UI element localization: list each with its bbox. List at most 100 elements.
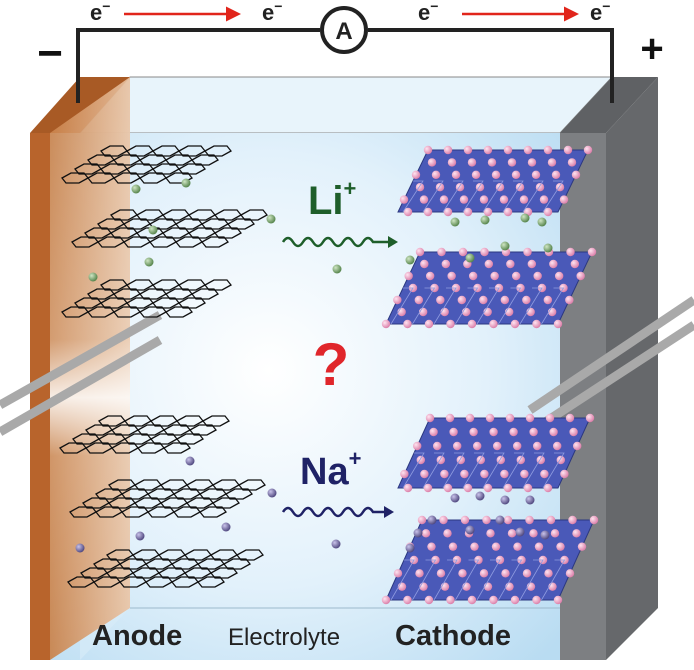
- oxygen-atom: [549, 427, 558, 437]
- graphite-sheet: [61, 279, 232, 318]
- sodium-ions: [75, 456, 550, 553]
- li-migration-arrow: [281, 236, 388, 248]
- graphite-sheet: [69, 479, 266, 518]
- oxygen-atom: [436, 295, 445, 305]
- li-particle: [543, 243, 553, 253]
- na-particle: [540, 530, 550, 540]
- graphite-hexagon: [240, 209, 268, 221]
- oxygen-atom: [543, 483, 553, 493]
- oxygen-atom: [566, 247, 575, 257]
- oxygen-atom: [507, 158, 517, 167]
- na-migration-arrow: [281, 506, 385, 518]
- na-particle: [413, 528, 423, 538]
- oxygen-atom: [393, 295, 402, 305]
- oxygen-atom: [559, 195, 569, 204]
- ammeter: [320, 6, 368, 54]
- oxygen-atom: [553, 441, 562, 451]
- oxygen-atom: [484, 259, 494, 269]
- oxygen-atom: [513, 441, 522, 451]
- oxygen-atom: [469, 427, 478, 437]
- electron-flow: e− e− e− e−: [90, 0, 610, 25]
- oxygen-atom: [531, 170, 541, 179]
- electron-label-2: e−: [262, 0, 282, 25]
- oxygen-atom: [479, 295, 488, 305]
- oxygen-atom: [489, 595, 498, 605]
- oxygen-atom: [533, 271, 542, 281]
- oxygen-atom: [529, 529, 538, 538]
- graphite-hexagon: [236, 549, 264, 561]
- oxygen-atom: [570, 259, 580, 269]
- na-particle: [465, 525, 475, 535]
- oxygen-atom: [460, 515, 470, 525]
- oxygen-atom: [415, 569, 424, 578]
- oxygen-atom: [381, 319, 391, 329]
- oxygen-atom: [510, 319, 520, 329]
- oxygen-atom: [501, 569, 510, 578]
- oxygen-atom: [576, 271, 585, 281]
- oxygen-atom: [487, 158, 497, 167]
- na-particle: [221, 522, 231, 532]
- oxygen-atom: [463, 145, 473, 155]
- oxygen-atom: [437, 247, 446, 257]
- li-particle: [500, 241, 510, 251]
- oxygen-atom: [509, 427, 518, 437]
- oxygen-atom: [532, 319, 541, 329]
- li-particle: [537, 217, 547, 227]
- oxygen-atom: [503, 207, 513, 217]
- oxygen-atom: [546, 515, 556, 525]
- oxygen-atom: [421, 529, 431, 538]
- oxygen-atom: [490, 271, 499, 281]
- oxygen-atom: [485, 413, 495, 423]
- graphite-hexagon: [191, 154, 219, 166]
- oxygen-atom: [572, 529, 581, 538]
- lithium-ions: [88, 178, 553, 282]
- separator: [0, 296, 694, 436]
- oxygen-atom: [587, 247, 597, 257]
- graphite-sheet: [59, 415, 230, 454]
- oxygen-atom: [440, 469, 449, 479]
- oxygen-atom: [425, 271, 435, 281]
- oxygen-atom: [381, 595, 391, 605]
- ammeter-label: A: [335, 18, 352, 45]
- oxygen-atom: [445, 413, 455, 423]
- oxygen-atom: [545, 413, 555, 423]
- oxygen-atom: [553, 319, 563, 329]
- na-ion-label: Na+: [300, 446, 361, 493]
- oxygen-atom: [554, 271, 564, 281]
- cathode-slab: [397, 145, 593, 217]
- oxygen-atom: [458, 247, 468, 257]
- oxygen-atom: [500, 469, 509, 479]
- oxygen-atom: [446, 319, 455, 329]
- cathode-layered-oxide: [381, 145, 599, 605]
- question-mark: ?: [313, 331, 350, 398]
- li-particle: [144, 257, 154, 267]
- oxygen-atom: [439, 515, 448, 525]
- graphite-hexagon: [197, 576, 225, 588]
- oxygen-atom: [482, 515, 491, 525]
- oxygen-atom: [503, 483, 513, 493]
- graphite-hexagon: [204, 145, 232, 157]
- graphite-hexagon: [210, 567, 238, 579]
- oxygen-atom: [511, 170, 521, 179]
- graphite-hexagon: [238, 479, 266, 491]
- oxygen-atom: [446, 595, 455, 605]
- oxygen-atom: [503, 145, 513, 155]
- li-ion-label-group: Li+: [281, 176, 398, 248]
- oxygen-atom: [403, 319, 412, 329]
- li-particle: [181, 178, 191, 188]
- oxygen-atom: [510, 595, 520, 605]
- oxygen-atom: [463, 483, 473, 493]
- li-particle: [520, 213, 530, 223]
- oxygen-atom: [486, 529, 495, 538]
- oxygen-atom: [493, 441, 502, 451]
- oxygen-atom: [459, 195, 469, 204]
- graphite-sheet: [61, 145, 232, 184]
- oxygen-atom: [443, 145, 453, 155]
- oxygen-atom: [423, 207, 433, 217]
- oxygen-atom: [573, 441, 582, 451]
- oxygen-atom: [447, 158, 457, 167]
- oxygen-atom: [393, 569, 403, 578]
- oxygen-atom: [532, 595, 541, 605]
- li-arrowhead: [388, 236, 398, 248]
- oxygen-atom: [480, 469, 489, 479]
